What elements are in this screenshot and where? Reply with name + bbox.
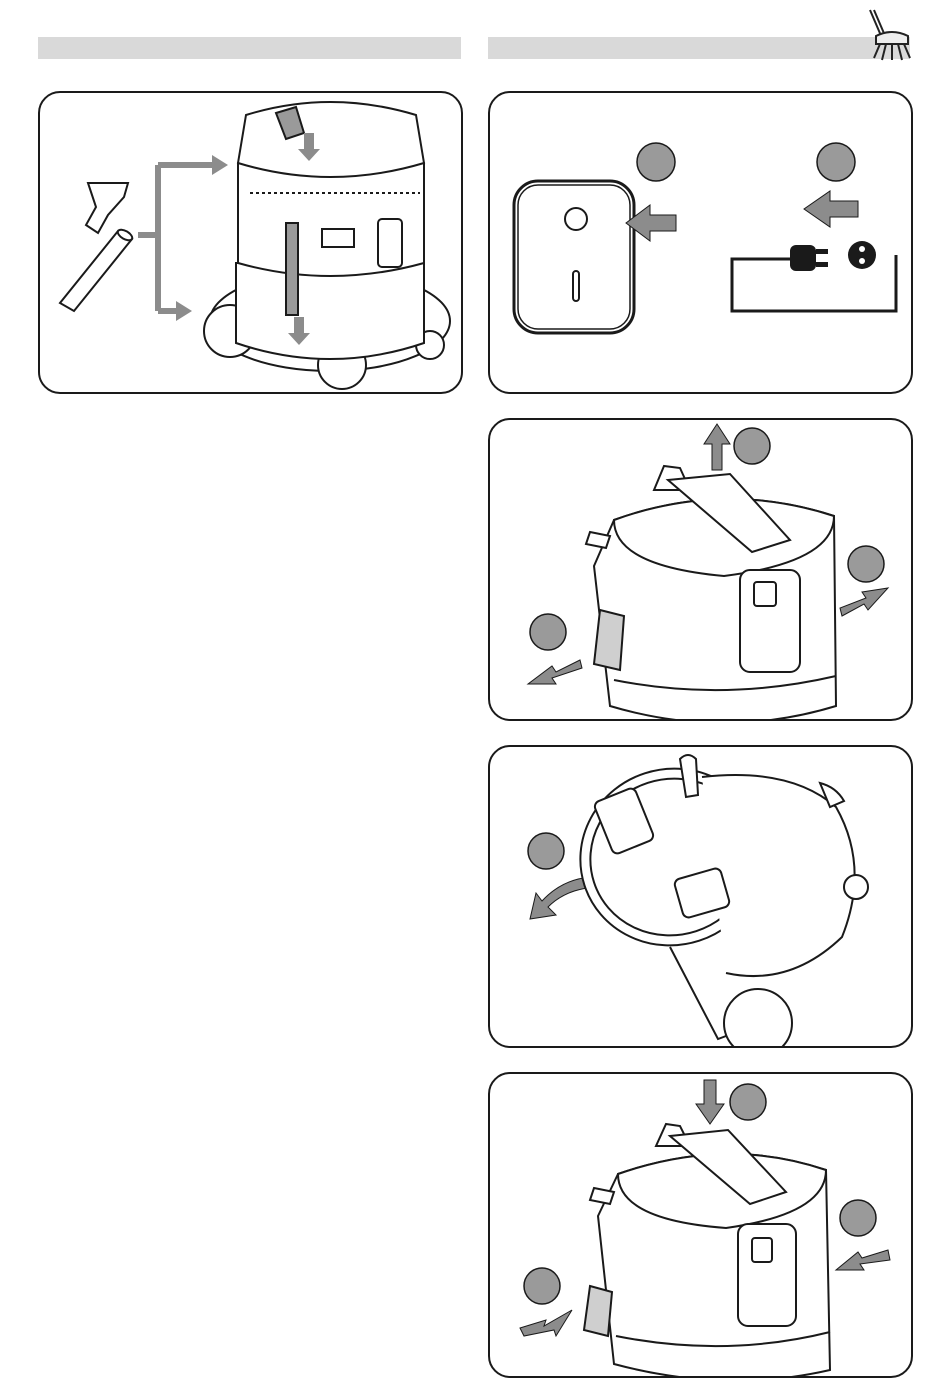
step-marker — [637, 143, 675, 181]
arrow-left-icon — [528, 660, 582, 684]
arrow-right-icon — [176, 301, 192, 321]
power-switch-icon — [514, 181, 634, 333]
step-marker — [524, 1268, 560, 1304]
vacuum-brush-logo-icon — [858, 6, 914, 62]
arrow-right-icon — [840, 588, 888, 616]
step-marker — [530, 614, 566, 650]
step-marker — [840, 1200, 876, 1236]
vacuum-head-icon — [586, 466, 836, 721]
section-bar-right — [488, 37, 910, 59]
panel-tilt-container — [488, 745, 913, 1048]
panel-open-latches — [488, 418, 913, 721]
socket-icon — [848, 241, 876, 269]
arrow-left-icon — [804, 191, 858, 227]
section-bar-left — [38, 37, 461, 59]
extension-tube-icon — [60, 228, 134, 311]
arrow-up-icon — [704, 424, 730, 470]
arrow-left-icon — [836, 1250, 890, 1270]
step-marker — [817, 143, 855, 181]
step-marker — [848, 546, 884, 582]
vacuum-head-icon — [584, 1124, 830, 1378]
panel-attach-accessories — [38, 91, 463, 394]
vacuum-container-icon — [557, 747, 868, 1048]
arrow-right-icon — [520, 1310, 572, 1336]
step-marker — [730, 1084, 766, 1120]
bracket-arrow-icon — [138, 165, 214, 311]
panel-close-latches — [488, 1072, 913, 1378]
arrow-down-icon — [696, 1080, 724, 1124]
panel-switch-off-unplug — [488, 91, 913, 394]
step-marker — [734, 428, 770, 464]
crevice-nozzle-icon — [86, 183, 128, 233]
vacuum-cleaner-icon — [204, 102, 450, 389]
step-marker — [528, 833, 564, 869]
arrow-right-icon — [212, 155, 228, 175]
